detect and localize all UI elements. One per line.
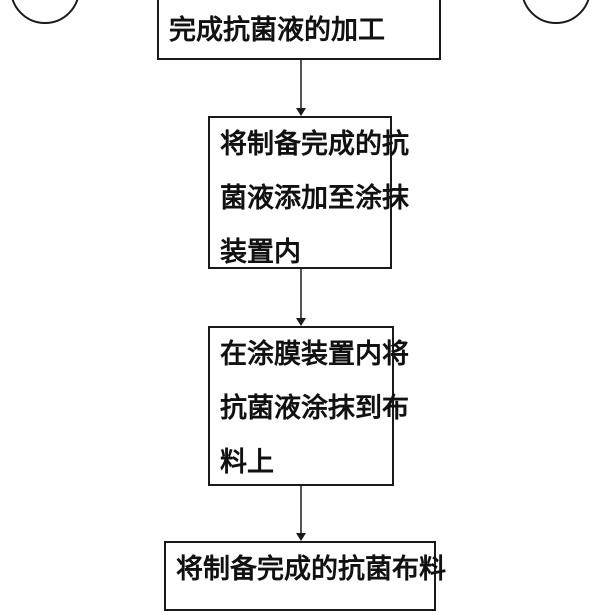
step-box-4: 将制备完成的抗菌布料 — [164, 541, 446, 611]
step-2-line-3: 装置内 — [220, 237, 301, 268]
step-box-1: 完成抗菌液的加工 — [157, 0, 441, 60]
step-4-line-1: 将制备完成的抗菌布料 — [176, 554, 446, 585]
step-box-3: 在涂膜装置内将 抗菌液涂抹到布 料上 — [208, 326, 409, 486]
step-2-line-1: 将制备完成的抗 — [220, 129, 409, 160]
step-box-2: 将制备完成的抗 菌液添加至涂抹 装置内 — [208, 116, 409, 269]
step-3-line-2: 抗菌液涂抹到布 — [220, 393, 409, 424]
step-2-line-2: 菌液添加至涂抹 — [220, 183, 409, 214]
step-1-line-1: 完成抗菌液的加工 — [169, 15, 385, 46]
step-3-line-1: 在涂膜装置内将 — [220, 339, 409, 370]
step-3-line-3: 料上 — [220, 447, 274, 478]
